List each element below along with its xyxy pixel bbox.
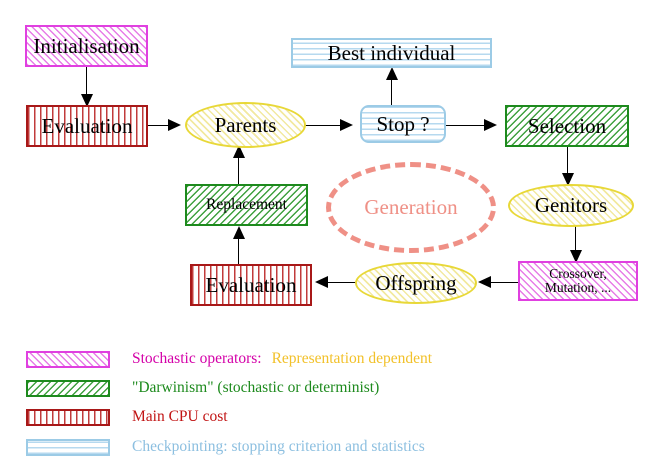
node-selection[interactable]: Selection: [505, 105, 629, 147]
edge-replacement-to-parents: [238, 152, 239, 185]
node-stop-label: Stop ?: [376, 111, 430, 136]
node-genitors[interactable]: Genitors: [508, 184, 634, 227]
edge-genitors-to-crossover: [575, 225, 576, 258]
node-parents-label: Parents: [214, 112, 277, 137]
node-evaluation-bottom-label: Evaluation: [205, 272, 297, 297]
arrow-genitors-to-crossover: [570, 250, 582, 263]
legend-label-darwinism: "Darwinism" (stochastic or determinist): [132, 379, 380, 396]
legend-swatch-checkpointing: [26, 438, 110, 456]
edge-parents-to-stop: [305, 125, 347, 126]
node-parents[interactable]: Parents: [185, 102, 306, 148]
arrow-evaluation-to-replacement: [233, 226, 245, 239]
node-selection-label: Selection: [527, 113, 607, 138]
legend-label-stochastic-extra: Representation dependent: [271, 350, 433, 367]
legend-row-stochastic: Stochastic operators: Representation depe…: [26, 348, 432, 370]
legend-row-checkpointing: Checkpointing: stopping criterion and st…: [26, 436, 425, 458]
node-offspring[interactable]: Offspring: [355, 262, 477, 304]
legend-label-cpu-cost: Main CPU cost: [132, 408, 228, 425]
edge-crossover-to-offspring: [483, 282, 519, 283]
edge-offspring-to-evaluation: [320, 282, 358, 283]
legend-row-darwinism: "Darwinism" (stochastic or determinist): [26, 377, 379, 399]
edge-selection-to-genitors: [567, 147, 568, 180]
legend-swatch-cpu-cost: [26, 408, 110, 426]
legend-label-checkpointing: Checkpointing: stopping criterion and st…: [132, 438, 425, 455]
arrow-parents-to-stop: [340, 119, 353, 131]
arrow-replacement-to-parents: [233, 145, 245, 158]
arrow-selection-to-genitors: [562, 173, 574, 186]
node-evaluation-top[interactable]: Evaluation: [26, 105, 148, 147]
node-initialisation-label: Initialisation: [33, 33, 140, 58]
node-stop[interactable]: Stop ?: [360, 105, 446, 143]
legend-row-cpu-cost: Main CPU cost: [26, 406, 228, 428]
node-best-individual-label: Best individual: [327, 40, 456, 65]
legend-swatch-stochastic: [26, 350, 110, 368]
legend-label-stochastic-text: Stochastic operators:: [132, 350, 262, 367]
legend-label-stochastic: Stochastic operators: Representation depe…: [132, 350, 432, 368]
arrow-offspring-to-evaluation: [315, 276, 328, 288]
legend-swatch-darwinism: [26, 379, 110, 397]
node-genitors-label: Genitors: [534, 193, 608, 218]
node-crossover-mutation[interactable]: Crossover, Mutation, ...: [518, 261, 638, 301]
edge-evaluation-to-parents: [148, 125, 176, 126]
arrow-evaluation-to-parents: [168, 119, 181, 131]
node-evaluation-bottom[interactable]: Evaluation: [190, 264, 312, 306]
group-generation-label: Generation: [364, 195, 458, 219]
arrow-initialisation-to-evaluation: [81, 94, 93, 107]
edge-stop-to-selection: [445, 125, 491, 126]
arrow-crossover-to-offspring: [478, 276, 491, 288]
edge-evaluation-to-replacement: [238, 233, 239, 265]
node-offspring-label: Offspring: [375, 270, 457, 295]
edge-stop-to-best-individual: [391, 74, 392, 106]
arrow-stop-to-selection: [484, 119, 497, 131]
node-initialisation[interactable]: Initialisation: [25, 25, 148, 67]
node-replacement-label: Replacement: [206, 195, 287, 213]
node-crossover-mutation-label: Crossover, Mutation, ...: [544, 265, 612, 295]
node-best-individual[interactable]: Best individual: [291, 38, 492, 68]
edge-initialisation-to-evaluation: [86, 66, 87, 100]
node-evaluation-top-label: Evaluation: [41, 113, 133, 138]
node-replacement[interactable]: Replacement: [185, 184, 308, 226]
group-generation-boundary: Generation: [326, 162, 496, 253]
arrow-stop-to-best-individual: [386, 67, 398, 80]
